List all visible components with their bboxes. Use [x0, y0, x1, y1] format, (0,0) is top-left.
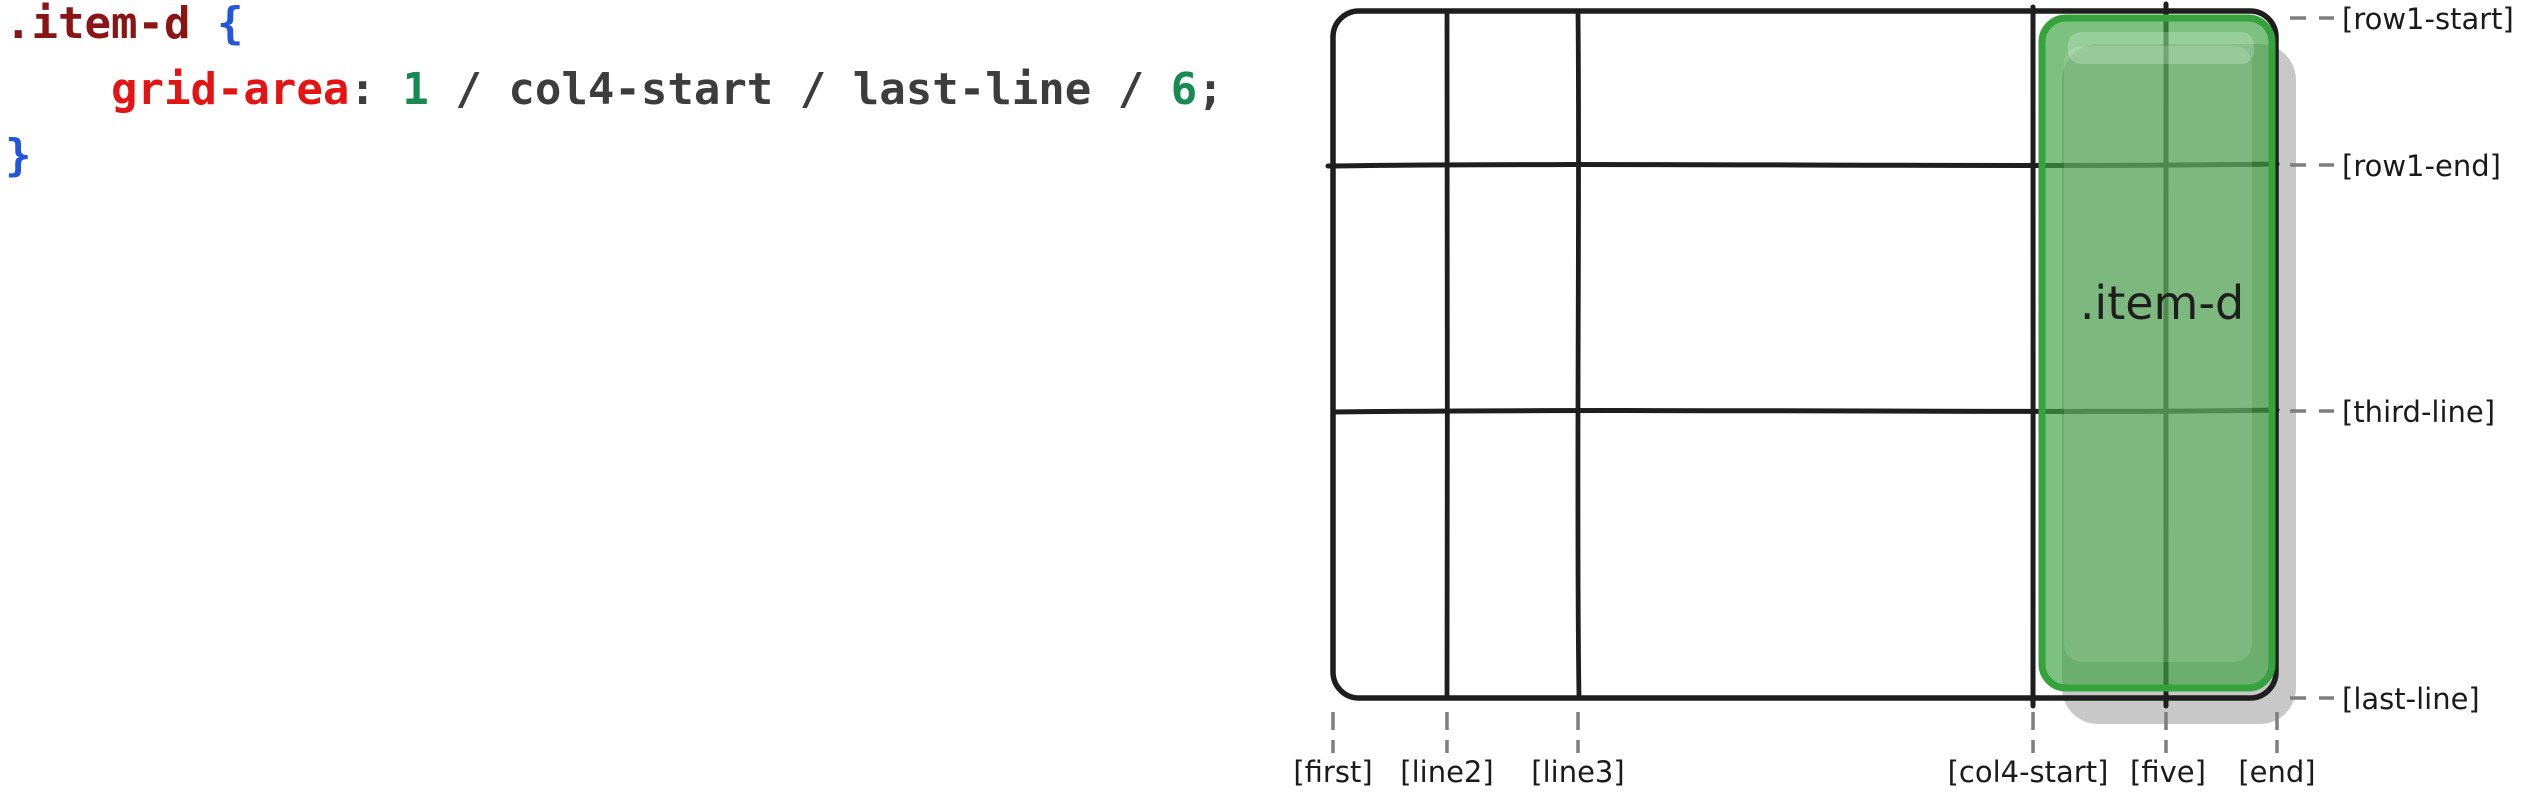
- label-col-end: [end]: [2238, 755, 2315, 789]
- code-token-open-brace: {: [216, 0, 244, 49]
- code-token-row-end: last-line: [852, 64, 1092, 115]
- label-row-row1-end: [row1-end]: [2342, 149, 2501, 183]
- grid-column-line-line3: [1575, 9, 1582, 700]
- label-col-line3: [line3]: [1531, 755, 1624, 789]
- label-col-five: [five]: [2130, 755, 2206, 789]
- code-token-slash-3: /: [1117, 64, 1145, 115]
- label-col-line2: [line2]: [1400, 755, 1493, 789]
- label-col-col4-start: [col4-start]: [1948, 755, 2109, 789]
- code-token-slash-1: /: [455, 64, 482, 115]
- code-token-selector: .item-d: [5, 0, 191, 49]
- grid-outer-border: [1330, 8, 2279, 701]
- item-area-highlight: [2064, 46, 2252, 662]
- code-token-close-brace: }: [5, 130, 32, 181]
- item-area-border: [2038, 14, 2276, 692]
- code-line-close: }: [5, 123, 1224, 189]
- item-area-fill: [2042, 18, 2272, 688]
- label-row-third-line: [third-line]: [2342, 395, 2495, 429]
- code-line-selector: .item-d {: [5, 0, 1224, 57]
- grid-column-line-col4-start: [2029, 4, 2037, 709]
- code-token-col-end: 6: [1170, 64, 1198, 115]
- grid-column-line-line2: [1444, 9, 1450, 700]
- label-col-first: [first]: [1293, 755, 1372, 789]
- item-area-label: .item-d: [2080, 276, 2244, 330]
- item-area-gloss: [2068, 32, 2254, 64]
- code-token-colon: :: [349, 64, 376, 115]
- code-token-semicolon: ;: [1197, 64, 1224, 115]
- css-code-block: .item-d { grid-area: 1 / col4-start / la…: [5, 0, 1224, 189]
- code-line-declaration: grid-area: 1 / col4-start / last-line / …: [5, 57, 1224, 123]
- label-row-row1-start: [row1-start]: [2342, 2, 2514, 36]
- code-token-property: grid-area: [110, 64, 350, 115]
- code-token-slash-2: /: [799, 64, 827, 115]
- code-token-col-start: col4-start: [508, 64, 774, 115]
- label-row-last-line: [last-line]: [2342, 682, 2480, 716]
- code-token-row-start: 1: [402, 64, 429, 115]
